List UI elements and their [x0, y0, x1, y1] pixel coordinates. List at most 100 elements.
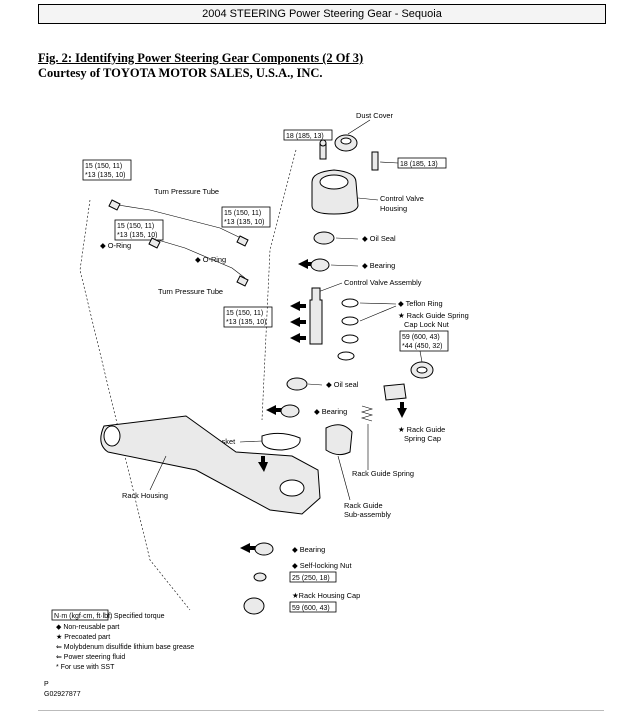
label-bearing-mid: ◆ Bearing — [314, 407, 347, 416]
bearing-bottom-part — [254, 542, 274, 556]
label-dust-cover: Dust Cover — [356, 111, 394, 120]
grease-arrow-bearing-mid-icon — [266, 405, 282, 415]
label-cv-housing-1: Control Valve — [380, 194, 424, 203]
oil-seal-top-part — [313, 231, 335, 245]
torque-tube-lower-1: 15 (150, 11) — [226, 310, 263, 317]
torque-tube-lower-2: *13 (135, 10) — [226, 319, 266, 326]
label-rack-housing: Rack Housing — [122, 491, 168, 500]
torque-tube-right-1: 15 (150, 11) — [224, 210, 261, 217]
housing-bore — [319, 174, 349, 190]
rack-guide-sub-part — [325, 424, 353, 456]
label-bearing-top: ◆ Bearing — [362, 261, 395, 270]
leader-oil-seal-top — [335, 237, 359, 240]
rack-housing-cap-part — [243, 597, 265, 615]
figure-courtesy: Courtesy of TOYOTA MOTOR SALES, U.S.A., … — [38, 66, 323, 80]
legend-item-4: * For use with SST — [56, 664, 115, 671]
leader-dust-cover — [347, 119, 371, 135]
lock-nut-hole — [416, 366, 428, 374]
teflon-ring-1 — [341, 298, 359, 308]
leader-teflon-ring-2 — [359, 305, 397, 322]
torque-box-tube-mid — [114, 219, 164, 241]
label-rack-guide-sub-1: Rack Guide — [344, 501, 383, 510]
assembly-dashed-line-left — [79, 199, 191, 611]
grease-arrow-cv-3-icon — [290, 333, 306, 343]
label-self-locking-nut: ◆ Self-locking Nut — [292, 561, 352, 570]
bolt-right-part — [371, 151, 379, 171]
leader-bearing-top — [330, 264, 359, 267]
torque-lock-nut-2: *44 (450, 32) — [402, 343, 442, 350]
legend-unit-desc: : Specified torque — [110, 613, 165, 620]
gasket-part — [261, 432, 301, 451]
grease-arrow-cv-2-icon — [290, 317, 306, 327]
label-control-valve-assembly: Control Valve Assembly — [344, 278, 422, 287]
torque-self-locking-nut: 25 (250, 18) — [292, 575, 330, 582]
leader-bolt-right — [379, 161, 399, 164]
label-rgs-cap-2: Spring Cap — [404, 434, 441, 443]
page-header: 2004 STEERING Power Steering Gear - Sequ… — [38, 4, 606, 24]
legend-item-3: ⇐ Power steering fluid — [56, 654, 125, 661]
leader-rack-housing — [149, 455, 167, 491]
torque-bolt-left: 18 (185, 13) — [286, 133, 324, 140]
grease-arrow-cap-icon — [397, 402, 407, 418]
label-oil-seal-top: ◆ Oil Seal — [362, 234, 396, 243]
label-o-ring-left: ◆ O-Ring — [100, 241, 131, 250]
label-rack-housing-cap: ★Rack Housing Cap — [292, 591, 360, 600]
leader-control-valve-assembly — [317, 282, 343, 293]
self-locking-nut-part — [253, 572, 267, 582]
assembly-dashed-line-center — [261, 149, 297, 421]
control-valve-assembly-part — [309, 287, 323, 345]
footer-code: G02927877 — [44, 691, 81, 698]
torque-bolt-right: 18 (185, 13) — [400, 161, 438, 168]
label-teflon-ring: ◆ Teflon Ring — [398, 299, 443, 308]
bottom-divider — [38, 710, 604, 711]
rack-guide-spring-cap-part — [383, 383, 407, 401]
torque-box-tube-left — [82, 159, 132, 181]
label-rack-guide-sub-2: Sub-assembly — [344, 510, 391, 519]
rack-housing-port — [279, 479, 305, 497]
grease-arrow-cv-1-icon — [290, 301, 306, 311]
torque-tube-mid-2: *13 (135, 10) — [117, 232, 157, 239]
legend-unit: N·m (kgf·cm, ft·lbf) — [54, 613, 112, 620]
torque-box-self-locking-nut — [289, 571, 337, 583]
rack-guide-spring-part — [360, 405, 374, 422]
leader-lock-nut — [419, 350, 423, 363]
label-cv-housing-2: Housing — [380, 204, 407, 213]
legend-item-0: ◆ Non-reusable part — [56, 624, 119, 631]
tube-nut-upper-left — [108, 199, 121, 211]
torque-tube-mid-1: 15 (150, 11) — [117, 223, 154, 230]
tube-nut-lower-right — [236, 275, 249, 287]
footer-mark: P — [44, 681, 49, 688]
grease-arrow-housing-icon — [258, 456, 268, 472]
bolt-left-head — [319, 139, 327, 147]
turn-pressure-tube-lower — [157, 239, 246, 279]
label-turn-pressure-tube-bottom: Turn Pressure Tube — [158, 287, 223, 296]
label-rgs-lock-nut-1: ★ Rack Guide Spring — [398, 311, 469, 320]
leader-rack-guide-sub — [337, 455, 351, 501]
torque-box-tube-lower — [223, 306, 273, 328]
torque-box-lock-nut — [399, 330, 449, 352]
figure-caption: Fig. 2: Identifying Power Steering Gear … — [38, 51, 363, 81]
torque-tube-left-2: *13 (135, 10) — [85, 172, 125, 179]
bearing-top-part — [310, 258, 330, 272]
torque-box-bolt-left — [283, 129, 333, 141]
label-turn-pressure-tube-top: Turn Pressure Tube — [154, 187, 219, 196]
torque-housing-cap: 59 (600, 43) — [292, 605, 330, 612]
teflon-ring-4 — [337, 351, 355, 361]
turn-pressure-tube-upper — [117, 204, 246, 241]
label-bearing-bottom: ◆ Bearing — [292, 545, 325, 554]
header-title: 2004 STEERING Power Steering Gear - Sequ… — [202, 8, 442, 20]
figure-title: Fig. 2: Identifying Power Steering Gear … — [38, 51, 364, 65]
label-rack-guide-spring: Rack Guide Spring — [352, 469, 414, 478]
leader-gasket — [239, 440, 263, 443]
tube-nut-lower-left — [148, 237, 161, 249]
label-rgs-cap-1: ★ Rack Guide — [398, 425, 445, 434]
legend-unit-box — [51, 609, 109, 621]
teflon-ring-3 — [341, 334, 359, 344]
torque-box-tube-right — [221, 206, 271, 228]
legend-item-1: ★ Precoated part — [56, 633, 110, 641]
label-o-ring-mid: ◆ O-Ring — [195, 255, 226, 264]
dust-cover-hole — [340, 137, 352, 145]
oil-seal-mid-part — [286, 377, 308, 391]
grease-arrow-bearing-bottom-icon — [240, 543, 256, 553]
